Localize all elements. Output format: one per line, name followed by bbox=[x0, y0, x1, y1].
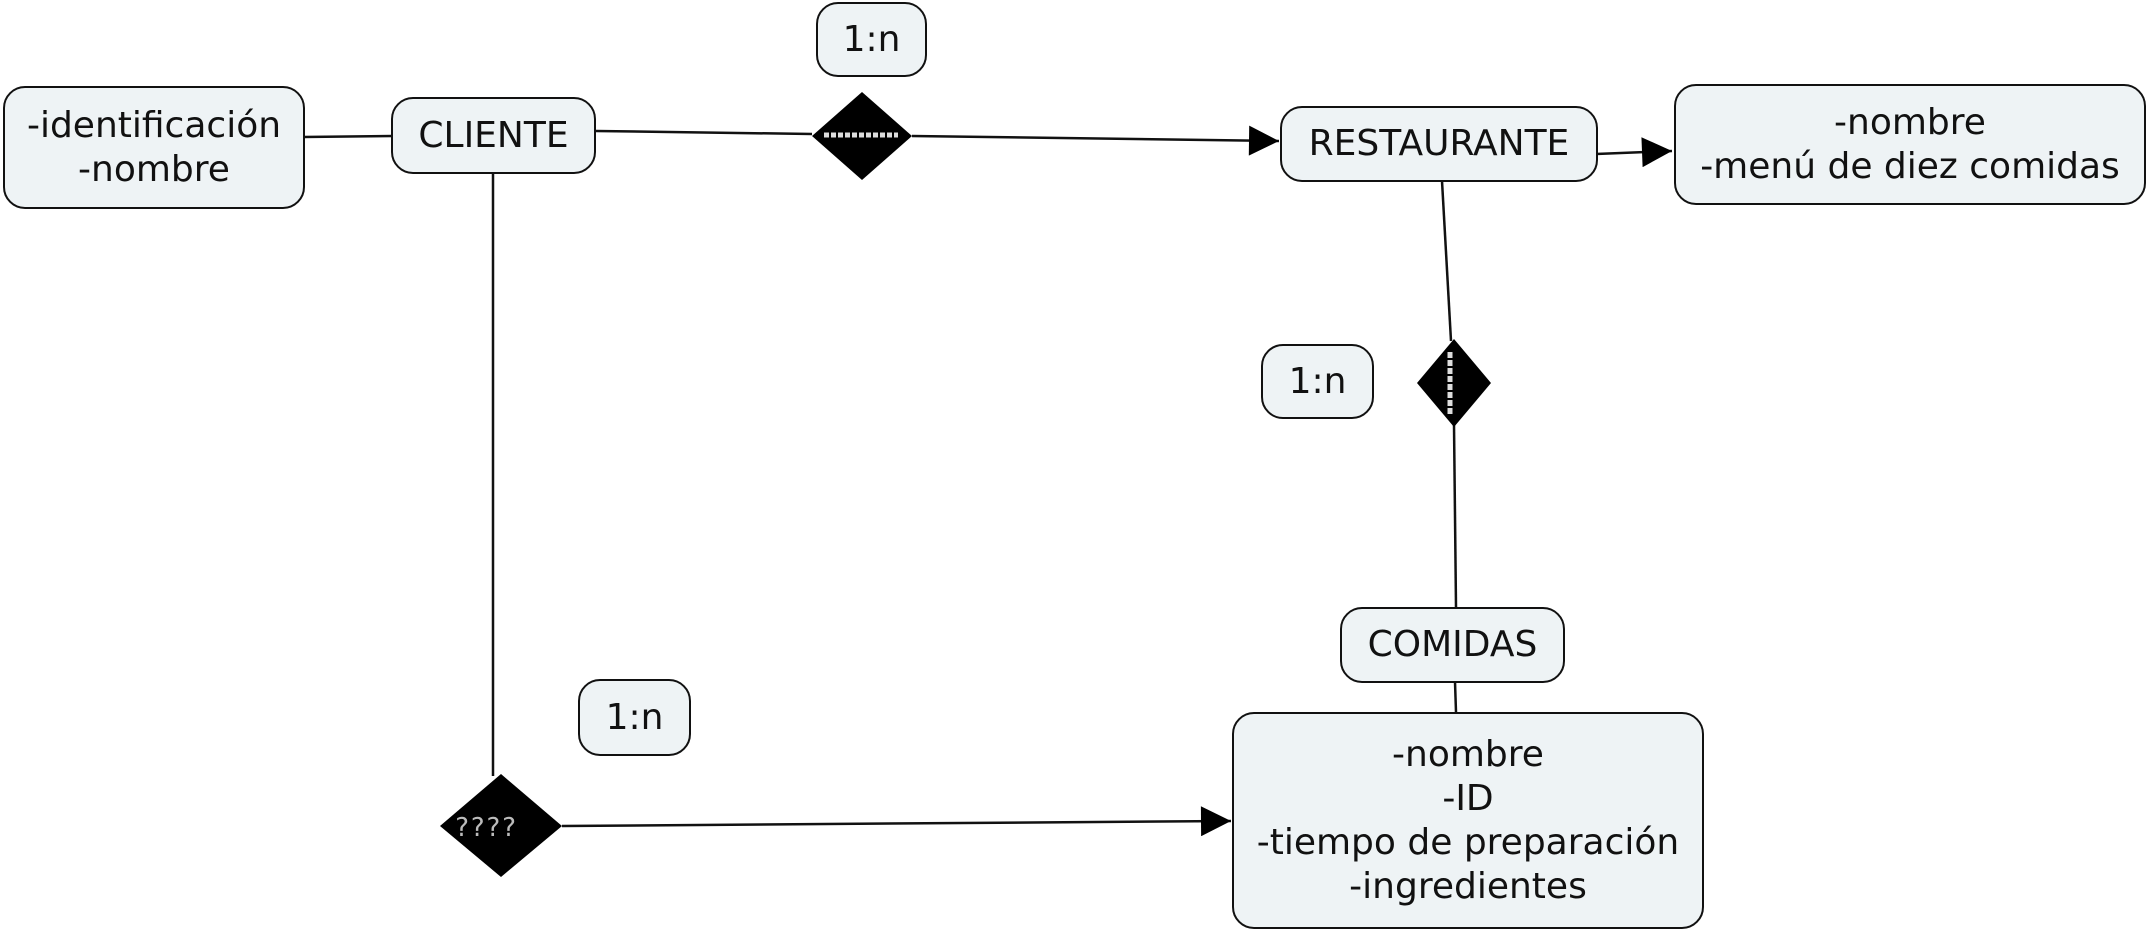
cardinality-label: 1:n bbox=[605, 696, 664, 738]
entity-cliente: CLIENTE bbox=[391, 97, 596, 174]
entity-comidas: COMIDAS bbox=[1340, 607, 1565, 683]
entity-restaurante: RESTAURANTE bbox=[1280, 106, 1598, 182]
attr-line: -nombre bbox=[1834, 101, 1986, 143]
attr-line: -identificación bbox=[26, 104, 282, 146]
comidas-attributes-box: -nombre -ID -tiempo de preparación -ingr… bbox=[1232, 712, 1704, 929]
edge-attrs-to-cliente bbox=[302, 134, 394, 139]
edge-diamond-to-restaurante bbox=[911, 125, 1280, 156]
edge-diamond-to-comidas-attrs bbox=[561, 806, 1232, 837]
edge-restaurante-to-attrs bbox=[1595, 137, 1673, 168]
restaurante-attributes-box: -nombre -menú de diez comidas bbox=[1674, 84, 2146, 205]
attr-line: -nombre bbox=[78, 148, 230, 190]
cardinality-restaurante-comidas: 1:n bbox=[1261, 344, 1374, 419]
edge-diamond-to-comidas bbox=[1452, 424, 1458, 608]
entity-label: COMIDAS bbox=[1367, 624, 1538, 665]
diamond-bottom-mark: ???? bbox=[454, 813, 517, 843]
cardinality-label: 1:n bbox=[842, 18, 901, 60]
entity-label: CLIENTE bbox=[418, 114, 569, 156]
cardinality-label: 1:n bbox=[1288, 360, 1347, 402]
cardinality-cliente-comidas: 1:n bbox=[578, 679, 691, 756]
relationship-diamond-bottom bbox=[440, 774, 562, 877]
attr-line: -ID bbox=[1442, 777, 1494, 819]
attr-line: -nombre bbox=[1392, 733, 1544, 775]
entity-label: RESTAURANTE bbox=[1308, 123, 1570, 164]
edge-comidas-to-attrs bbox=[1453, 681, 1458, 713]
edge-cliente-to-diamond bbox=[595, 129, 813, 136]
edge-restaurante-to-diamond bbox=[1440, 180, 1453, 342]
attr-line: -ingredientes bbox=[1349, 865, 1587, 907]
attr-line: -menú de diez comidas bbox=[1700, 145, 2120, 187]
cardinality-cliente-restaurante: 1:n bbox=[816, 2, 927, 77]
relationship-diamond-right bbox=[1417, 339, 1491, 427]
cliente-attributes-box: -identificación -nombre bbox=[3, 86, 305, 209]
attr-line: -tiempo de preparación bbox=[1256, 821, 1680, 863]
